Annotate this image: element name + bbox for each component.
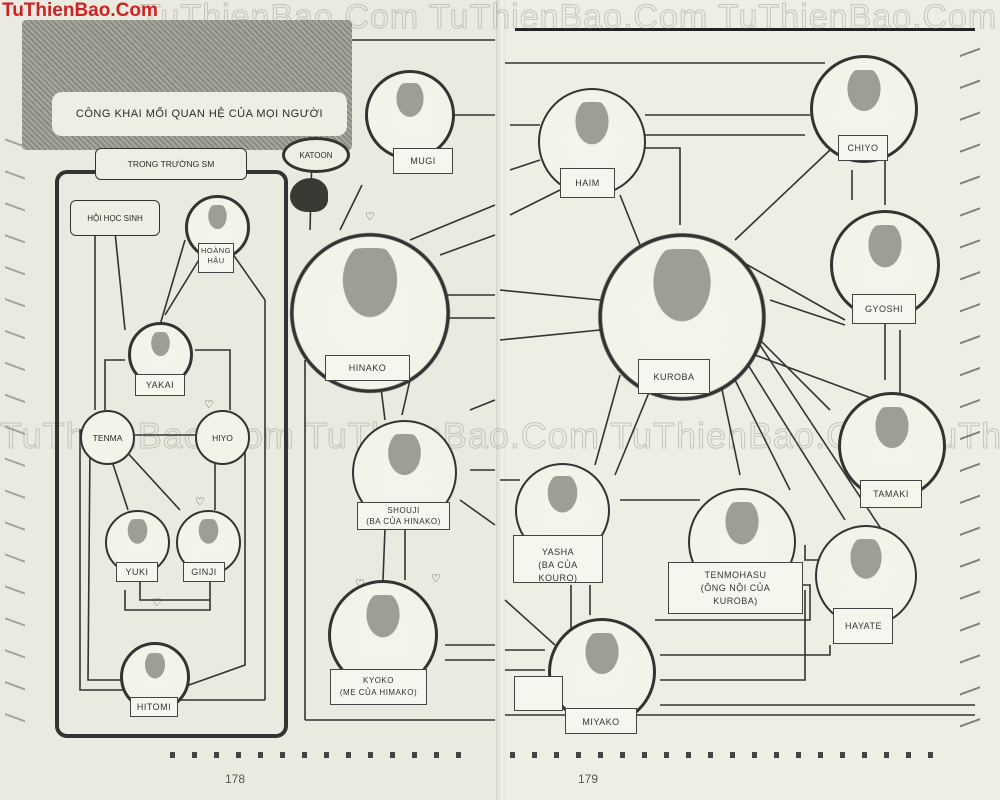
book-gutter <box>496 0 506 800</box>
portrait-icon <box>533 475 592 533</box>
top-rule <box>515 28 975 31</box>
label-yasha: YASHA (BA CỦA KOURO) <box>513 535 603 583</box>
label-kuroba: KUROBA <box>638 359 710 394</box>
portrait-icon <box>708 502 776 567</box>
heart-icon: ♡ <box>355 578 365 590</box>
label-hiyo: HIYO <box>212 432 233 443</box>
label-yuki: YUKI <box>116 562 158 582</box>
portrait-icon <box>198 205 237 242</box>
school-banner: TRONG TRƯỜNG SM <box>95 148 247 180</box>
node-mugi[interactable] <box>365 70 455 160</box>
portrait-icon <box>141 332 180 369</box>
watermark-middle: TuThienBao.Com TuThienBao.Com TuThienBao… <box>0 415 1000 457</box>
portrait-icon <box>851 225 919 290</box>
label-shouji: SHOUJI (BA CỦA HINAKO) <box>357 502 450 530</box>
heart-icon: ♡ <box>195 496 205 508</box>
portrait-icon <box>117 519 157 558</box>
label-ginji: GINJI <box>183 562 225 582</box>
label-tamaki: TAMAKI <box>860 480 922 508</box>
heart-icon: ♡ <box>152 597 162 609</box>
portrait-icon <box>372 434 437 497</box>
portrait-icon <box>134 652 176 693</box>
label-hayate: HAYATE <box>833 608 893 644</box>
portrait-icon <box>383 83 437 136</box>
katoon-speech-bubble: KATOON <box>282 137 350 173</box>
label-haim: HAIM <box>560 168 615 198</box>
label-hitomi: HITOMI <box>130 697 178 717</box>
portrait-icon <box>625 249 739 360</box>
crow-icon <box>290 178 328 212</box>
label-yakai: YAKAI <box>135 374 185 396</box>
student-council-box: HỘI HỌC SINH <box>70 200 160 236</box>
heart-icon: ♡ <box>431 573 441 585</box>
label-hoang-hau: HOÀNG HẬU <box>198 243 234 273</box>
portrait-icon <box>349 595 417 660</box>
page-number-right: 179 <box>578 772 599 786</box>
bottom-decoration-right <box>510 752 950 758</box>
page-number-left: 178 <box>225 772 246 786</box>
portrait-icon <box>859 407 925 471</box>
portrait-icon <box>188 519 228 558</box>
page-title: CÔNG KHAI MỐI QUAN HỆ CỦA MỌI NGƯỜI <box>52 92 347 136</box>
label-kyoko: KYOKO (MẸ CỦA HIMAKO) <box>330 669 427 705</box>
label-tenmohasu: TENMOHASU (ÔNG NỘI CỦA KUROBA) <box>668 562 803 614</box>
node-chiyo[interactable] <box>810 55 918 163</box>
right-border-decoration <box>960 40 980 740</box>
blank-label-box <box>514 676 563 711</box>
label-tenma: TENMA <box>92 432 123 443</box>
heart-icon: ♡ <box>365 211 375 223</box>
left-border-decoration <box>5 130 25 730</box>
node-hiyo[interactable]: HIYO <box>195 410 250 465</box>
label-miyako: MIYAKO <box>565 708 637 734</box>
bottom-decoration-left <box>170 752 470 758</box>
brand-watermark: TuThienBao.Com <box>2 0 158 21</box>
heart-icon: ♡ <box>204 399 214 411</box>
portrait-icon <box>834 538 898 600</box>
label-chiyo: CHIYO <box>838 135 888 161</box>
node-tenma[interactable]: TENMA <box>80 410 135 465</box>
portrait-icon <box>569 633 635 697</box>
portrait-icon <box>831 70 897 134</box>
portrait-icon <box>558 102 626 167</box>
label-gyoshi: GYOSHI <box>852 294 916 324</box>
label-hinako: HINAKO <box>325 355 410 381</box>
portrait-icon <box>315 248 425 354</box>
title-banner: CÔNG KHAI MỐI QUAN HỆ CỦA MỌI NGƯỜI <box>22 20 352 150</box>
label-mugi: MUGI <box>393 148 453 174</box>
